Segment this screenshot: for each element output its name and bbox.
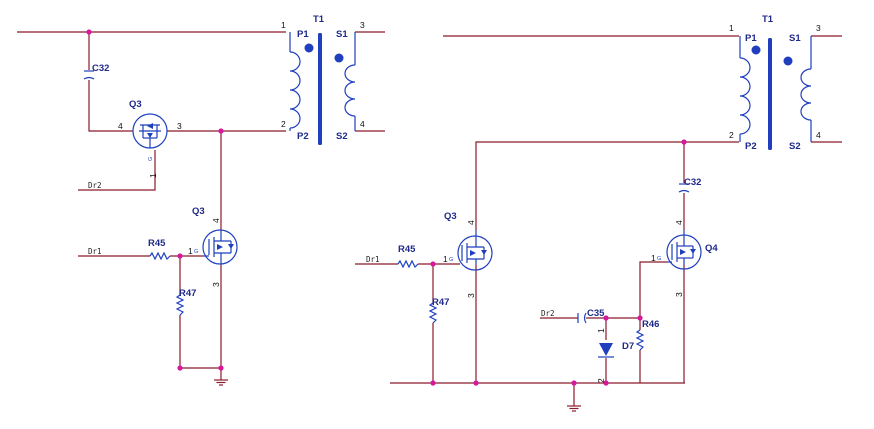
pin-label: 3 bbox=[466, 293, 476, 298]
capacitor-c32: C32 bbox=[678, 177, 701, 193]
transformer-t1: T1 P1 P2 S1 S2 1 2 3 4 bbox=[729, 14, 821, 152]
transformer-p1-label: P1 bbox=[745, 33, 757, 44]
transformer-t1: T1 P1 P2 S1 S2 1 2 3 4 bbox=[281, 14, 365, 145]
mosfet-q3-lower: Q3 4 3 1 G bbox=[188, 206, 238, 287]
resistor-ref: R47 bbox=[179, 288, 196, 299]
pin-label: 2 bbox=[596, 378, 606, 383]
gate-letter: G bbox=[657, 256, 661, 262]
pin-label: 1 bbox=[281, 20, 286, 30]
pin-label: 4 bbox=[118, 121, 123, 131]
transformer-s2-label: S2 bbox=[336, 131, 348, 142]
pin-label: 1 bbox=[651, 253, 656, 263]
net-label-dr2: Dr2 bbox=[88, 181, 102, 190]
pin-label: 3 bbox=[816, 23, 821, 33]
resistor-ref: R45 bbox=[398, 244, 416, 255]
junction-dot bbox=[218, 365, 224, 371]
transformer-s1-label: S1 bbox=[789, 33, 801, 44]
mosfet-ref: Q3 bbox=[444, 211, 457, 222]
mosfet-ref: Q3 bbox=[192, 206, 205, 217]
diode-ref: D7 bbox=[622, 341, 634, 352]
gate-letter: G bbox=[449, 257, 453, 263]
pin-label: 4 bbox=[674, 220, 684, 225]
resistor-ref: R45 bbox=[148, 238, 166, 249]
junction-dot bbox=[637, 315, 643, 321]
right-wires bbox=[355, 35, 842, 406]
mosfet-q3-upper: Q3 4 3 1 G bbox=[118, 99, 182, 178]
left-circuit: T1 P1 P2 S1 S2 1 2 3 4 C32 Q3 bbox=[17, 14, 385, 386]
junction-dot bbox=[603, 380, 609, 386]
resistor-r45: R45 bbox=[148, 238, 171, 261]
transformer-p2-label: P2 bbox=[297, 131, 309, 142]
pin-label: 1 bbox=[188, 246, 193, 256]
transformer-p2-label: P2 bbox=[745, 141, 757, 152]
transformer-ref: T1 bbox=[313, 14, 325, 25]
capacitor-ref: C32 bbox=[684, 177, 701, 188]
net-label-dr2: Dr2 bbox=[541, 309, 555, 318]
transformer-s2-label: S2 bbox=[789, 141, 801, 152]
pin-label: 1 bbox=[596, 328, 606, 333]
resistor-r47: R47 bbox=[428, 297, 449, 324]
junction-dot bbox=[86, 29, 92, 35]
junction-dot bbox=[430, 380, 436, 386]
mosfet-ref: Q4 bbox=[705, 243, 718, 254]
pin-label: 1 bbox=[443, 254, 448, 264]
resistor-r47: R47 bbox=[175, 288, 196, 316]
mosfet-ref: Q3 bbox=[129, 99, 142, 110]
ground-icon bbox=[567, 405, 581, 412]
junction-dot bbox=[473, 380, 479, 386]
capacitor-ref: C35 bbox=[587, 308, 605, 319]
junction-dot bbox=[571, 380, 577, 386]
pin-label: 4 bbox=[466, 220, 476, 225]
pin-label: 2 bbox=[729, 130, 734, 140]
junction-dot bbox=[177, 253, 183, 259]
net-label-dr1: Dr1 bbox=[88, 247, 102, 256]
net-label-dr1: Dr1 bbox=[366, 255, 380, 264]
resistor-ref: R47 bbox=[432, 297, 449, 308]
resistor-r45: R45 bbox=[397, 244, 419, 269]
mosfet-q3: Q3 4 3 1 G bbox=[443, 211, 493, 298]
pin-label: 2 bbox=[281, 119, 286, 129]
junction-dot bbox=[681, 139, 687, 145]
transformer-s1-label: S1 bbox=[336, 29, 348, 40]
resistor-r46: R46 bbox=[635, 319, 659, 351]
junction-dot bbox=[603, 315, 609, 321]
capacitor-c32: C32 bbox=[83, 63, 109, 80]
gate-letter: G bbox=[148, 157, 154, 161]
mosfet-q4: Q4 4 3 1 G bbox=[651, 220, 718, 297]
resistor-ref: R46 bbox=[642, 319, 659, 330]
diode-d7: D7 1 2 bbox=[596, 328, 634, 383]
capacitor-c35: C35 bbox=[577, 308, 605, 324]
pin-label: 3 bbox=[674, 292, 684, 297]
junction-dot bbox=[177, 365, 183, 371]
right-circuit: T1 P1 P2 S1 S2 1 2 3 4 Q3 4 3 1 G bbox=[355, 14, 842, 412]
transformer-ref: T1 bbox=[762, 14, 774, 25]
pin-label: 4 bbox=[816, 130, 821, 140]
ground-icon bbox=[214, 379, 228, 386]
capacitor-ref: C32 bbox=[92, 63, 109, 74]
pin-label: 3 bbox=[360, 20, 365, 30]
pin-label: 4 bbox=[211, 218, 221, 223]
pin-label: 1 bbox=[729, 23, 734, 33]
pin-label: 3 bbox=[211, 282, 221, 287]
pin-label: 1 bbox=[148, 173, 158, 178]
junction-dot bbox=[218, 128, 224, 134]
pin-label: 4 bbox=[360, 119, 365, 129]
junction-dot bbox=[430, 261, 436, 267]
left-wires bbox=[17, 31, 385, 380]
transformer-p1-label: P1 bbox=[297, 29, 309, 40]
gate-letter: G bbox=[194, 249, 198, 255]
pin-label: 3 bbox=[177, 121, 182, 131]
